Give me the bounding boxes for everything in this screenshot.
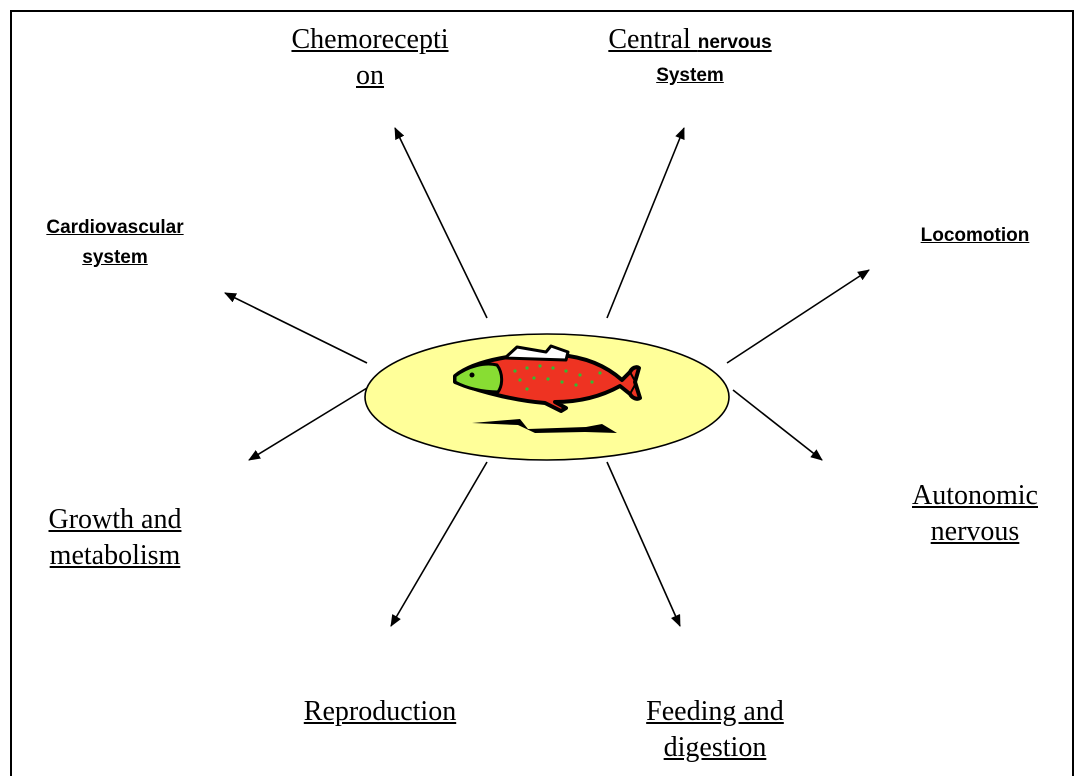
node-autonomic-nervous: Autonomic nervous: [880, 478, 1070, 550]
autonomic-line2: nervous: [880, 514, 1070, 550]
reproduction-line1: Reproduction: [270, 694, 490, 730]
node-central-nervous-system: Central nervous System: [575, 22, 805, 91]
cardiovascular-line1: Cardiovascular: [15, 213, 215, 243]
autonomic-line1: Autonomic: [880, 478, 1070, 514]
arrow-feeding: [607, 462, 680, 626]
node-feeding-digestion: Feeding and digestion: [605, 694, 825, 766]
arrow-central-nervous-system: [607, 128, 684, 318]
chemoreception-line2: on: [260, 58, 480, 94]
node-reproduction: Reproduction: [270, 694, 490, 730]
arrow-growth: [249, 388, 367, 460]
locomotion-line1: Locomotion: [880, 221, 1070, 251]
feeding-line2: digestion: [605, 730, 825, 766]
arrow-reproduction: [391, 462, 487, 626]
cns-line1-serif: Central: [608, 24, 697, 55]
arrow-autonomic: [733, 390, 822, 460]
node-cardiovascular: Cardiovascular system: [15, 213, 215, 273]
growth-line2: metabolism: [15, 538, 215, 574]
cns-line2: System: [575, 61, 805, 91]
node-locomotion: Locomotion: [880, 221, 1070, 251]
arrow-locomotion: [727, 270, 869, 363]
chemoreception-line1: Chemorecepti: [260, 22, 480, 58]
node-growth-metabolism: Growth and metabolism: [15, 502, 215, 574]
feeding-line1: Feeding and: [605, 694, 825, 730]
cardiovascular-line2: system: [15, 243, 215, 273]
cns-line1-bold: nervous: [698, 32, 772, 53]
arrow-chemoreception: [395, 128, 487, 318]
node-chemoreception: Chemorecepti on: [260, 22, 480, 94]
growth-line1: Growth and: [15, 502, 215, 538]
arrow-cardiovascular: [225, 293, 367, 363]
